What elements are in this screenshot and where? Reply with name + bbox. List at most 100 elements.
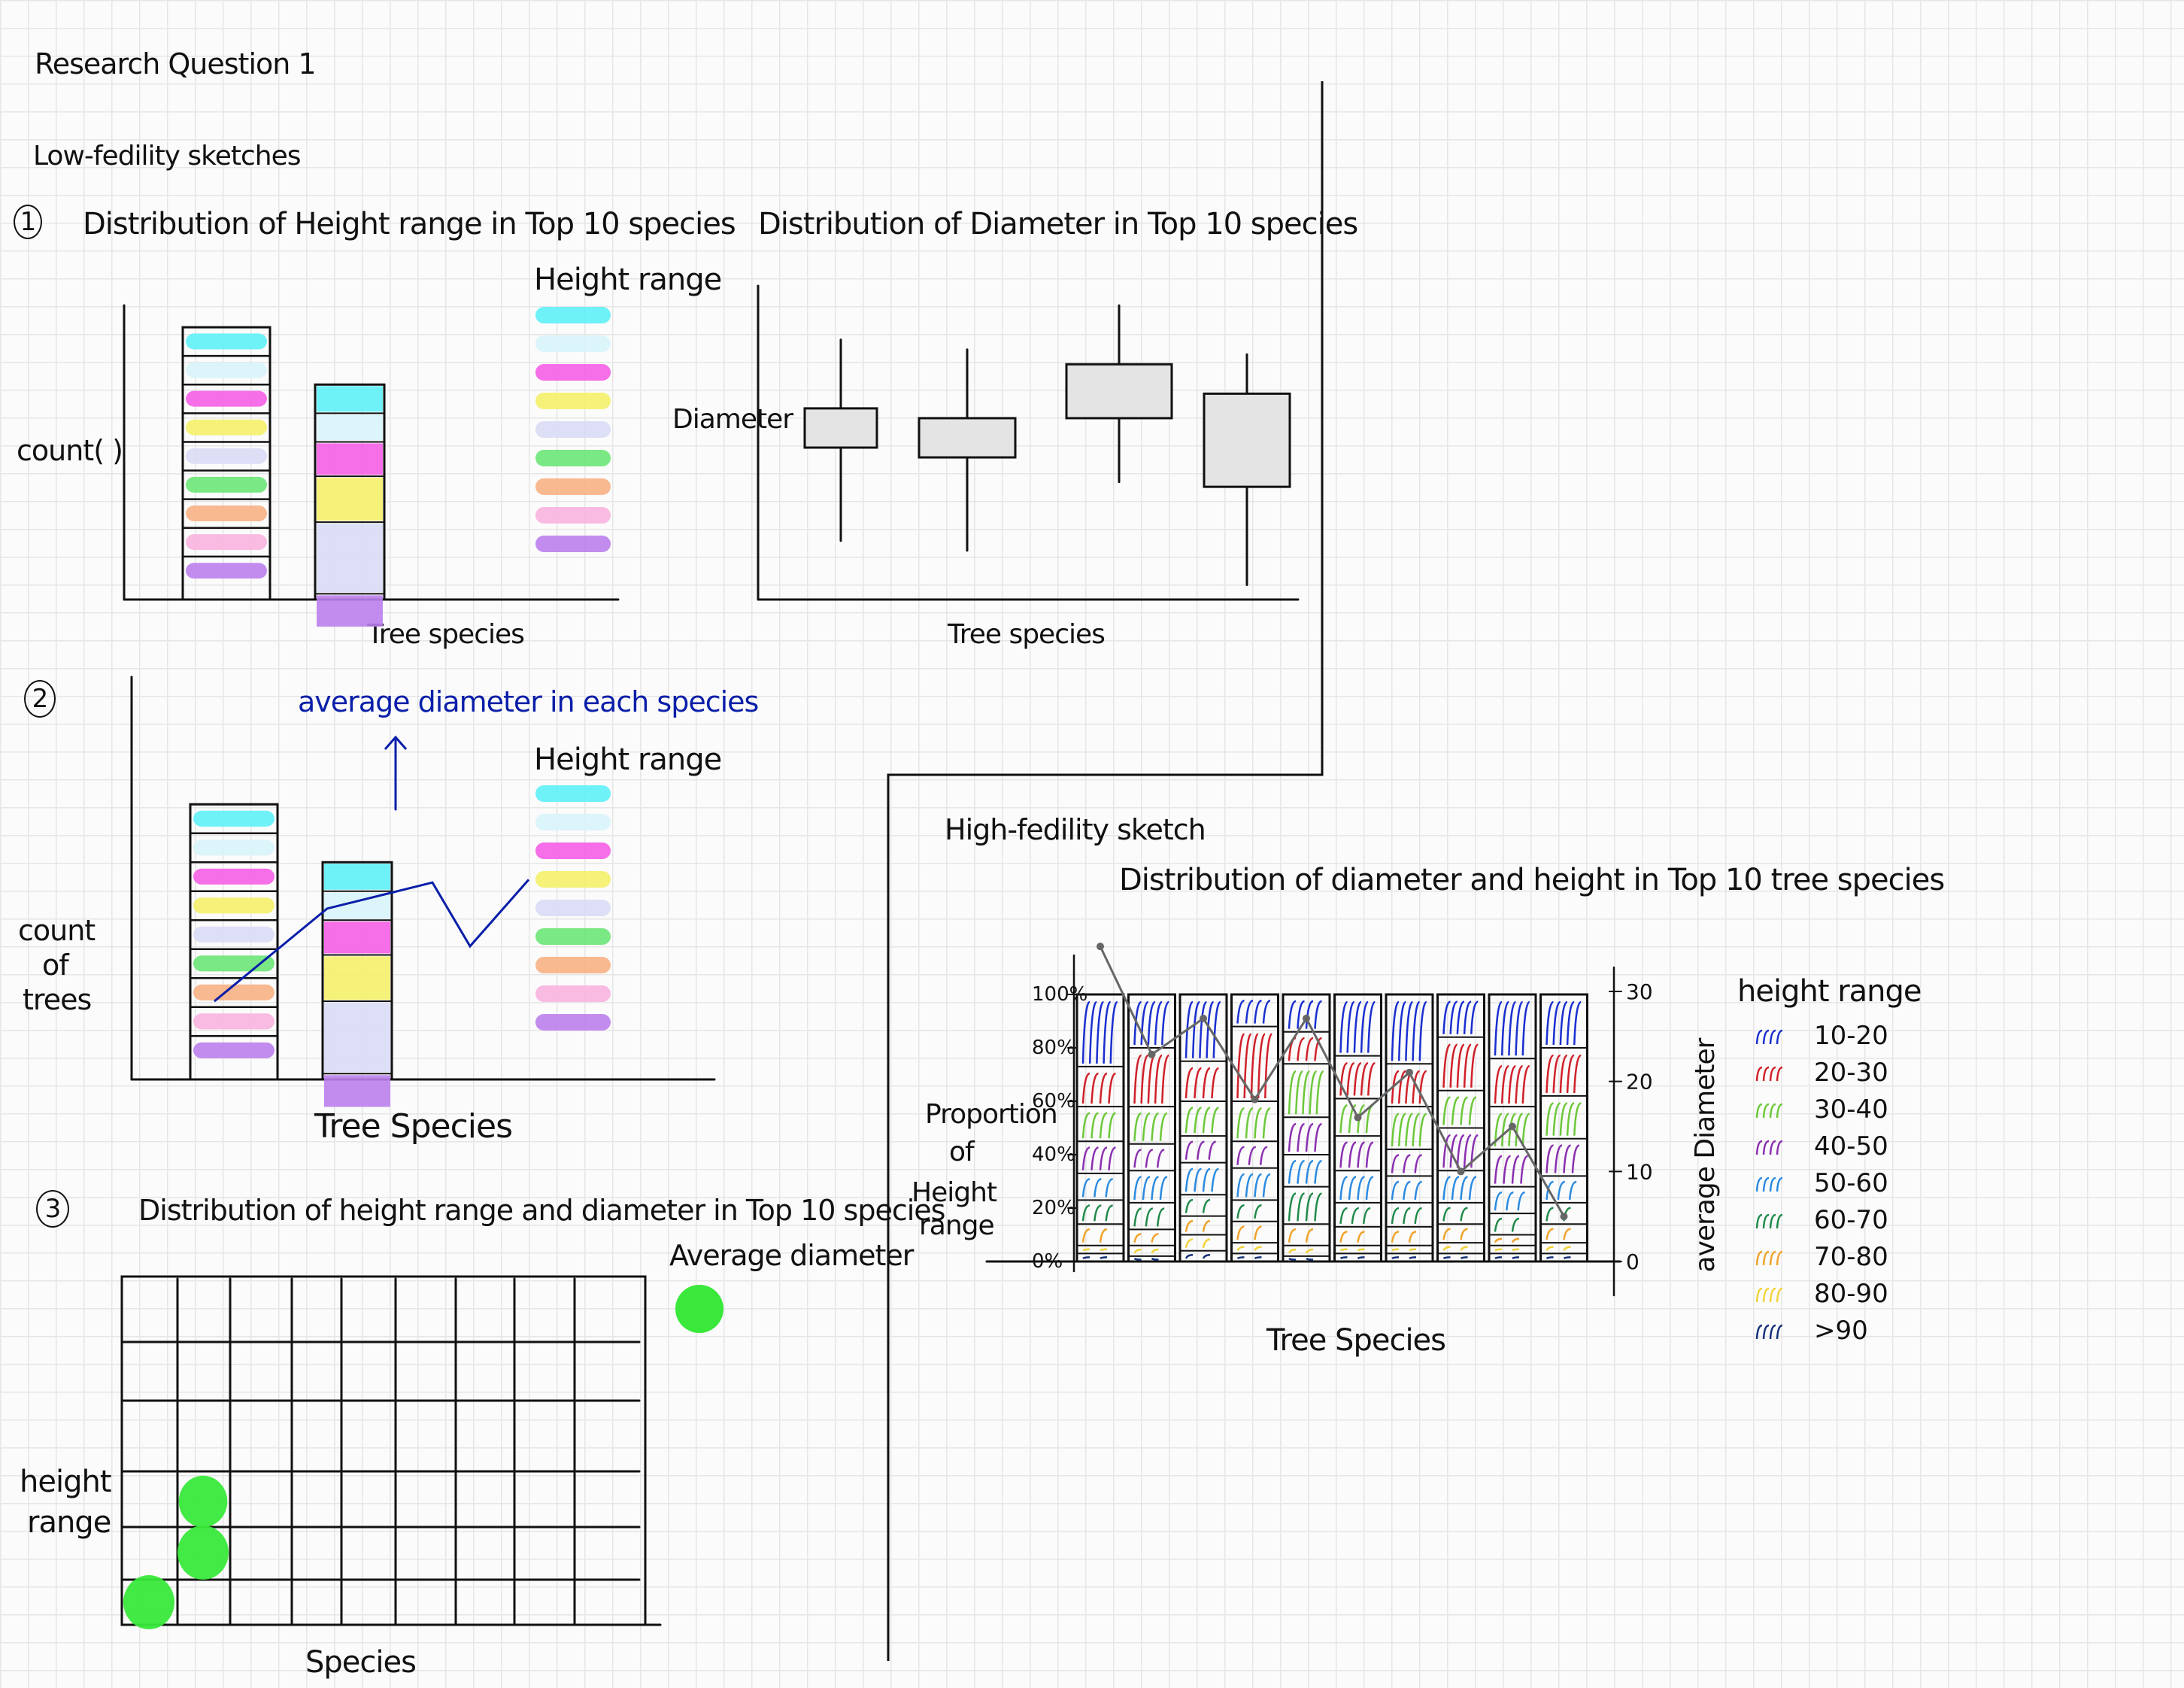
sketch3-point-3: [178, 1475, 228, 1528]
hf-bar-4-segment-3: [1236, 1107, 1271, 1139]
sketch2-bar-1-segment-8: [193, 1013, 275, 1030]
hf-legend-swatch-9: [1755, 1324, 1783, 1340]
sketch1-bar-1-segment-7: [186, 505, 267, 521]
box-2: [918, 417, 1017, 459]
hf-bar-5-segment-4: [1288, 1123, 1322, 1152]
sketch3-legend-label: Average diameter: [669, 1239, 914, 1272]
sketch1-legend-swatch-1: [535, 307, 611, 323]
sketch2-ylabel-3: trees: [23, 983, 92, 1016]
hf-bar-4-segment-5: [1236, 1173, 1271, 1198]
hf-bar-5-segment-9: [1288, 1257, 1314, 1261]
sketch1-legend-title: Height range: [534, 263, 722, 297]
sketch3-point-2: [177, 1526, 229, 1580]
box-4: [1203, 392, 1291, 488]
hf-bar-10-segment-2: [1545, 1054, 1582, 1093]
hf-bar-3-segment-1: [1185, 1000, 1221, 1058]
sketch1-bar-2-segment-3: [317, 443, 383, 475]
hf-legend-swatch-8: [1755, 1287, 1783, 1303]
hf-bar-6-segment-3: [1339, 1104, 1374, 1134]
hf-avg-diameter-point-2: [1148, 1050, 1156, 1058]
hf-bar-3-segment-3: [1185, 1107, 1219, 1134]
hf-bar-6-segment-4: [1339, 1141, 1374, 1168]
hf-bar-1-segment-4: [1081, 1146, 1116, 1170]
hf-bar-10-segment-1: [1545, 1000, 1582, 1046]
hf-legend-label-3: 30-40: [1814, 1094, 1888, 1125]
hf-legend-label-4: 40-50: [1814, 1131, 1888, 1161]
box-1: [803, 407, 878, 449]
hf-bar-9-segment-8: [1494, 1248, 1520, 1252]
sketch2-legend-swatch-8: [535, 985, 611, 1002]
hf-avg-diameter-point-7: [1406, 1068, 1413, 1076]
divider-frame: [887, 81, 1324, 1661]
sketch2-legend-swatch-9: [535, 1014, 611, 1031]
hf-bar-2-segment-9: [1133, 1257, 1159, 1261]
sketch1-bar-1-segment-6: [186, 476, 267, 493]
hf-bar-7-segment-4: [1391, 1154, 1422, 1173]
hf-bar-4: [1230, 993, 1279, 1263]
sketch2-legend-swatch-2: [535, 814, 611, 830]
sketch2-annotation-arrow-head: [384, 735, 408, 750]
hf-bar-9-segment-1: [1494, 1000, 1530, 1056]
hf-bar-6-segment-7: [1339, 1231, 1365, 1243]
hf-bar-4-segment-2: [1236, 1033, 1272, 1099]
sketch2-bar-2-segment-1: [324, 864, 390, 890]
hf-bar-2: [1127, 993, 1176, 1263]
hf-ylabel-left-2: of: [949, 1137, 975, 1167]
hf-bar-1: [1075, 993, 1125, 1263]
hf-bar-3-segment-7: [1185, 1219, 1211, 1232]
sketch1-legend-swatch-8: [535, 507, 611, 524]
sketch1-bar-1-segment-8: [186, 534, 267, 551]
hf-legend-label-6: 60-70: [1814, 1205, 1888, 1235]
hf-legend-title: height range: [1737, 974, 1922, 1009]
sketch1-bar-2-segment-2: [317, 414, 383, 441]
hf-bar-7-segment-3: [1391, 1113, 1427, 1146]
hf-legend-label-1: 10-20: [1814, 1021, 1888, 1051]
page-subtitle: Low-fedility sketches: [33, 141, 302, 172]
sketch1-bar-2-segment-9: [317, 595, 383, 627]
hf-legend-swatch-3: [1755, 1103, 1783, 1119]
sketch1-legend-swatch-2: [535, 335, 611, 352]
sketch1-left-xlabel: Tree species: [367, 619, 525, 650]
sketch1-bar-2-segment-1: [317, 386, 383, 412]
hf-ylabel-left-4: range: [919, 1210, 995, 1241]
hf-bar-5-segment-5: [1288, 1160, 1322, 1184]
hf-right-tick-4: 0: [1626, 1249, 1640, 1274]
sketch2-ylabel-2: of: [42, 949, 69, 982]
hf-ylabel-left-1: Proportion: [925, 1099, 1058, 1130]
hf-bar-8-segment-7: [1442, 1228, 1468, 1240]
sketch2-ylabel-1: count: [18, 914, 96, 947]
hf-bar-8-segment-3: [1442, 1096, 1477, 1125]
hf-bar-10-segment-5: [1545, 1180, 1577, 1201]
hf-bar-5-segment-6: [1288, 1192, 1322, 1222]
hf-bar-9-segment-2: [1494, 1064, 1530, 1104]
sketch2-legend-swatch-3: [535, 842, 611, 859]
hf-right-tick-1: 30: [1626, 979, 1653, 1004]
hf-bar-7-segment-9: [1391, 1256, 1417, 1260]
hf-bar-4-segment-9: [1236, 1256, 1262, 1260]
sketch1-number: 1: [14, 205, 42, 239]
sketch1-bar-1-segment-3: [186, 390, 267, 407]
hf-bar-10-segment-4: [1545, 1144, 1580, 1173]
hf-bar-10-segment-9: [1545, 1256, 1571, 1260]
hf-bar-2-segment-2: [1133, 1054, 1169, 1104]
hf-title: Distribution of diameter and height in T…: [1119, 863, 1945, 897]
sketch2-bar-2-segment-3: [324, 921, 390, 954]
hf-bar-8-segment-6: [1442, 1207, 1468, 1222]
hf-bar-7-segment-8: [1391, 1248, 1417, 1252]
sketch3-point-1: [123, 1575, 174, 1629]
hf-bar-1-segment-9: [1082, 1256, 1108, 1260]
hf-right-tick-2: 20: [1626, 1070, 1653, 1094]
hf-bar-2-segment-8: [1133, 1248, 1159, 1254]
hf-bar-5-segment-2: [1288, 1037, 1322, 1061]
hf-bar-1-segment-6: [1081, 1204, 1113, 1222]
sketch1-bar-1-segment-1: [186, 333, 267, 350]
hf-bar-3-segment-6: [1185, 1198, 1211, 1213]
sketch2-legend-swatch-6: [535, 928, 611, 945]
hf-bar-3-segment-5: [1185, 1167, 1219, 1192]
hf-left-tick-6: 0%: [1032, 1250, 1063, 1273]
hf-legend-label-5: 50-60: [1814, 1168, 1888, 1198]
hf-avg-diameter-point-4: [1251, 1095, 1259, 1104]
hf-bar-9-segment-3: [1494, 1113, 1530, 1146]
sketch2-bar-1-segment-6: [193, 955, 275, 972]
